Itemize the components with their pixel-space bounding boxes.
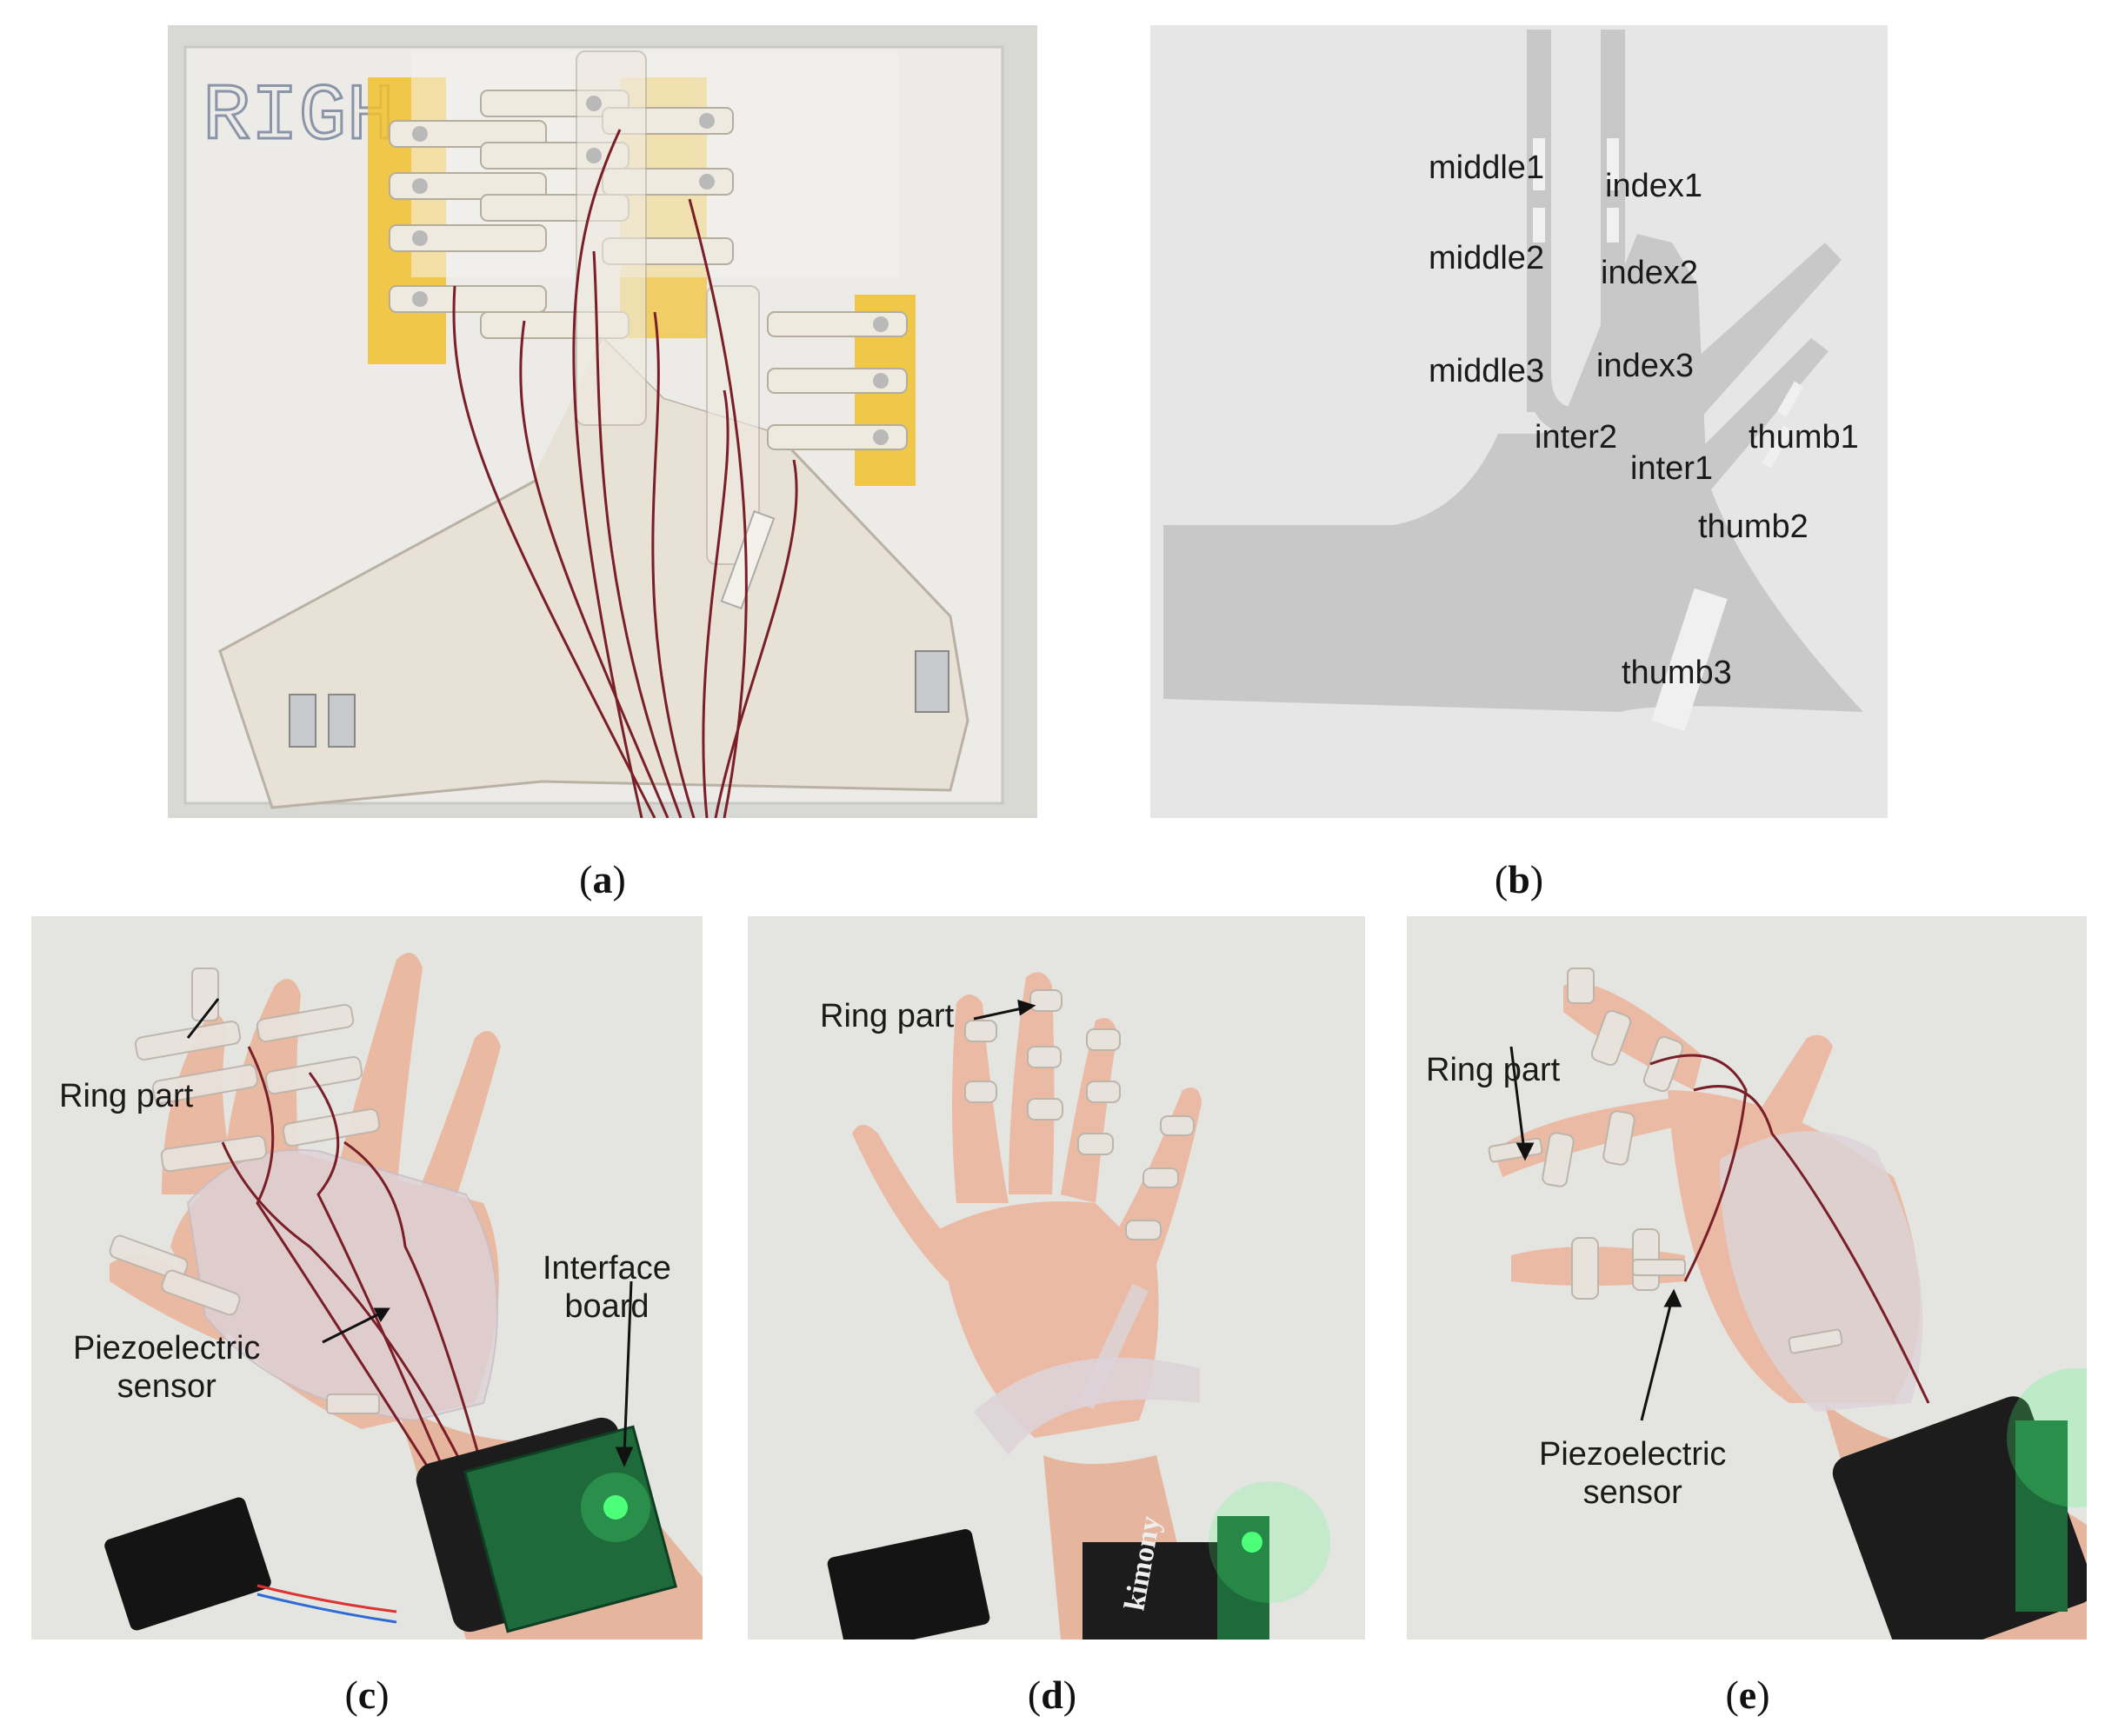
label-c-piezo: Piezoelectric sensor [73, 1330, 261, 1405]
glove-palm-view-photo: kimony [748, 916, 1365, 1640]
caption-c: (c) [344, 1673, 390, 1717]
finger-strips [368, 50, 916, 565]
interface-board [463, 1425, 678, 1633]
panel-a-photo: RIGH [168, 25, 1037, 818]
label-inter1: inter1 [1630, 450, 1714, 487]
glove-template-shape [1163, 30, 1863, 712]
label-middle2: middle2 [1429, 240, 1545, 276]
glove-back-view-photo [31, 916, 703, 1640]
caption-d: (d) [1027, 1673, 1077, 1717]
status-led [603, 1495, 628, 1520]
label-middle1: middle1 [1429, 150, 1545, 186]
fabricated-glove-photo: RIGH [168, 25, 1037, 818]
right-etched-text: RIGH [203, 71, 395, 163]
wires [1649, 1054, 1930, 1404]
panel-e-photo [1407, 916, 2087, 1640]
label-thumb3: thumb3 [1622, 655, 1732, 691]
panel-c-photo [31, 916, 703, 1640]
label-e-ring-part: Ring part [1426, 1052, 1561, 1088]
label-middle3: middle3 [1429, 353, 1545, 389]
annotation-arrows [186, 998, 634, 1467]
label-inter2: inter2 [1535, 419, 1618, 456]
battery [104, 1497, 271, 1631]
glove-layout-diagram [1150, 25, 1888, 818]
silicone-glove [1720, 1131, 1923, 1412]
caption-a: (a) [579, 857, 626, 901]
panel-d-photo: kimony [748, 916, 1365, 1640]
label-e-piezo: Piezoelectric sensor [1539, 1436, 1727, 1511]
annotation-arrows [1509, 1046, 1682, 1421]
label-d-ring-part: Ring part [820, 998, 955, 1034]
label-index2: index2 [1601, 255, 1698, 291]
battery [827, 1529, 990, 1640]
sensor-slots [1533, 138, 1804, 732]
ring-parts [109, 968, 381, 1414]
label-index1: index1 [1605, 168, 1702, 204]
label-c-interface-board: Interface board [543, 1250, 671, 1325]
annotation-arrow [973, 999, 1036, 1021]
sensor-wires [452, 129, 798, 818]
panel-b-diagram [1150, 25, 1888, 818]
wires [221, 1046, 485, 1482]
glove-side-view-photo [1407, 916, 2087, 1640]
ring-parts [964, 989, 1195, 1240]
label-index3: index3 [1596, 348, 1694, 384]
caption-e: (e) [1725, 1673, 1770, 1717]
silicone-band [974, 1357, 1200, 1455]
ring-parts [1488, 968, 1843, 1354]
label-thumb2: thumb2 [1698, 509, 1809, 545]
label-thumb1: thumb1 [1749, 419, 1859, 456]
caption-b: (b) [1494, 857, 1544, 901]
palm-sensors [289, 509, 949, 748]
label-c-ring-part: Ring part [59, 1078, 194, 1114]
